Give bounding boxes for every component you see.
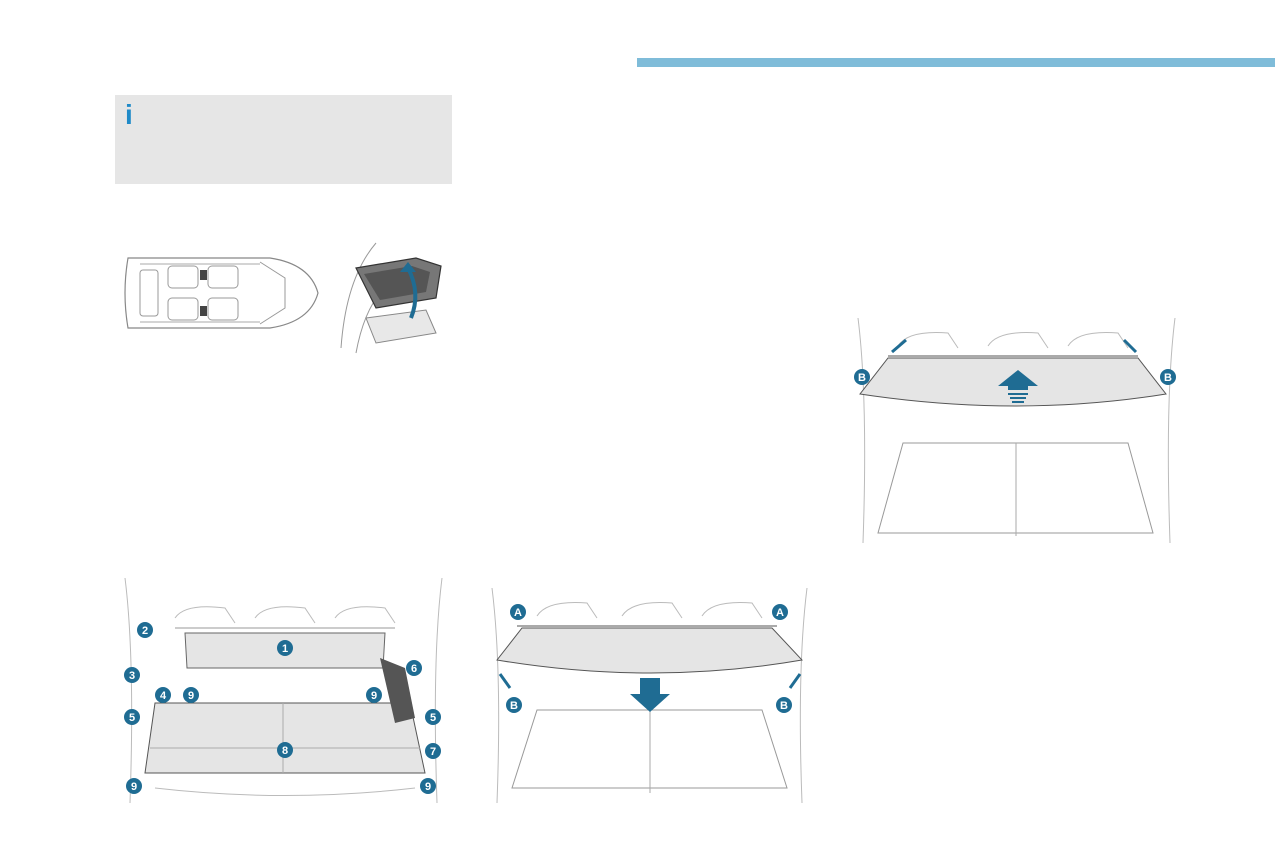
callout-7: 7 bbox=[430, 746, 436, 758]
callout-3: 3 bbox=[129, 670, 135, 682]
callout-9-top-right: 9 bbox=[371, 690, 377, 702]
callout-b-right: B bbox=[780, 700, 788, 712]
callout-6: 6 bbox=[411, 663, 417, 675]
boot-layout-illustration: 1 2 3 4 5 6 5 7 8 9 9 9 9 bbox=[115, 578, 452, 803]
callout-9-bottom-right: 9 bbox=[425, 781, 431, 793]
callout-5-right: 5 bbox=[430, 712, 436, 724]
callout-b-left: B bbox=[858, 372, 866, 384]
luggage-cover-fitting-illustration: B B bbox=[848, 318, 1185, 543]
callout-8: 8 bbox=[282, 745, 288, 757]
callout-9-bottom-left: 9 bbox=[131, 781, 137, 793]
callout-1: 1 bbox=[282, 643, 288, 655]
info-note-box: i bbox=[115, 95, 452, 184]
callout-9-top-left: 9 bbox=[188, 690, 194, 702]
luggage-cover-removal-illustration: A A B B bbox=[482, 588, 817, 803]
info-icon: i bbox=[125, 99, 133, 130]
section-header-bar bbox=[637, 58, 1275, 67]
callout-b-left: B bbox=[510, 700, 518, 712]
callout-4: 4 bbox=[160, 690, 167, 702]
callout-a-right: A bbox=[776, 607, 784, 619]
callout-a-left: A bbox=[514, 607, 522, 619]
callout-2: 2 bbox=[142, 625, 148, 637]
storage-compartment-illustration bbox=[336, 238, 451, 358]
callout-5-left: 5 bbox=[129, 712, 135, 724]
callout-b-right: B bbox=[1164, 372, 1172, 384]
car-top-view-illustration bbox=[120, 248, 322, 338]
